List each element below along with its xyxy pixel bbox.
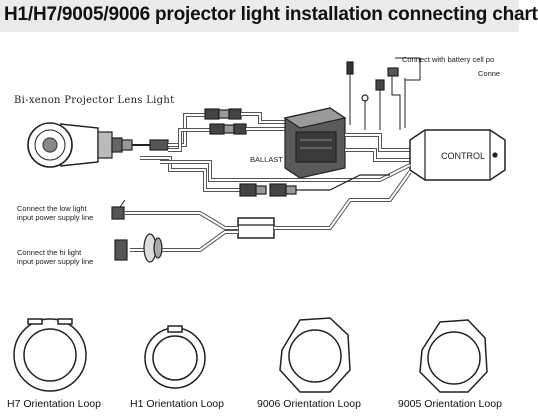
9005-loop: [419, 319, 488, 393]
9006-loop-caption: 9006 Orientation Loop: [257, 398, 361, 410]
control-box: [409, 129, 506, 181]
low-line-label-1: Connect the low light: [17, 204, 87, 213]
lens-label: Bi-xenon Projector Lens Light: [14, 95, 175, 106]
middle-connectors: [239, 183, 297, 197]
relay-box: [237, 217, 275, 239]
h1-loop: [144, 325, 206, 389]
wiring-diagram: [13, 57, 506, 393]
9006-loop: [279, 317, 351, 393]
title-bar: H1/H7/9005/9006 projector light installa…: [0, 0, 538, 32]
page-title: H1/H7/9005/9006 projector light installa…: [4, 4, 538, 25]
hi-line-label-1: Connect the hi light: [17, 248, 82, 257]
ballast-label: BALLAST: [250, 155, 283, 164]
low-line-label-2: input power supply line: [17, 213, 94, 222]
h7-loop: [13, 318, 87, 392]
ballast-unit: [283, 107, 347, 179]
h7-loop-caption: H7 Orientation Loop: [7, 398, 101, 410]
battery-label: Connect with battery cell po: [402, 55, 495, 64]
control-label: CONTROL: [441, 151, 486, 161]
upper-connectors: [204, 108, 247, 135]
hi-line-label-2: input power supply line: [17, 257, 94, 266]
projector-lens: [27, 122, 169, 168]
connect-cut-label: Conne: [478, 69, 501, 78]
9005-loop-caption: 9005 Orientation Loop: [398, 398, 502, 410]
orientation-loops: [13, 317, 488, 393]
h1-loop-caption: H1 Orientation Loop: [130, 398, 224, 410]
